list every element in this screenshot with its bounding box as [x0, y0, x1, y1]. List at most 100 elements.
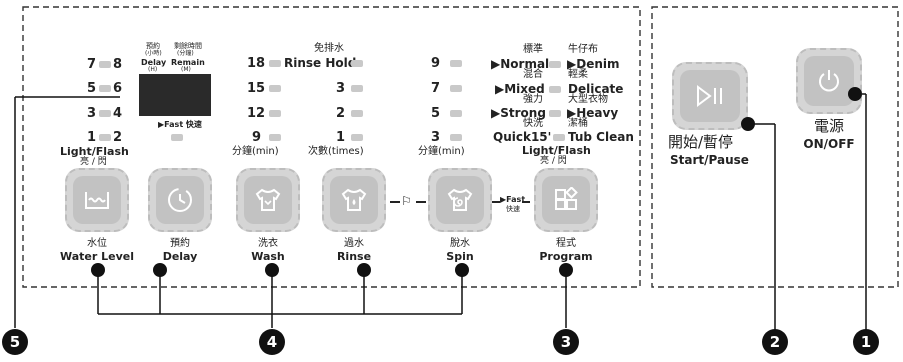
program-mixed-cn: 混合	[523, 69, 543, 80]
led	[351, 60, 363, 67]
level-3: 3	[87, 106, 97, 121]
program-grid-icon	[542, 176, 590, 224]
program-denim-cn: 牛仔布	[568, 44, 598, 55]
power-icon	[804, 56, 854, 106]
water-level-icon	[73, 176, 121, 224]
led	[450, 134, 462, 141]
wash-shirt-icon	[244, 176, 292, 224]
wash-dot	[265, 263, 279, 277]
fast-label: ▶Fast 快速	[158, 121, 202, 129]
program-denim: ▶Denim	[567, 58, 620, 70]
fast-link-cn: 快速	[506, 205, 520, 213]
wash-label-cn: 洗衣	[258, 238, 278, 249]
delay-en: Delay	[141, 58, 167, 67]
program-label-cn: 程式	[556, 238, 576, 249]
rinse-hold-cn: 免排水	[314, 43, 344, 54]
program-normal-en: Normal	[500, 57, 550, 71]
arrow-icon: ▶	[491, 57, 501, 71]
program-denim-en: Denim	[576, 57, 620, 71]
start-pause-label-cn: 開始/暫停	[668, 133, 734, 151]
wash-unit: 分鐘(min)	[232, 146, 279, 157]
spin-dot	[455, 263, 469, 277]
led	[269, 110, 281, 117]
rinse-hold-en: Rinse Hold	[284, 56, 357, 70]
remain-unit: (M)	[181, 66, 191, 73]
play-pause-icon	[680, 70, 740, 122]
callout-1: 1	[853, 329, 879, 355]
wash-12: 12	[247, 106, 266, 121]
program-delicate-en: Delicate	[568, 82, 624, 96]
led	[450, 60, 462, 67]
wash-label-en: Wash	[251, 250, 285, 263]
wash-15: 15	[247, 81, 266, 96]
spin-3: 3	[431, 130, 441, 145]
power-dot	[848, 87, 862, 101]
program-tubclean-en: Tub Clean	[568, 130, 634, 144]
water-level-label-cn: 水位	[87, 238, 107, 249]
power-label-cn: 電源	[813, 117, 844, 135]
light-flash-label: Light/Flash	[60, 145, 129, 158]
led	[99, 134, 111, 141]
wash-9: 9	[252, 130, 262, 145]
led	[269, 134, 281, 141]
led	[269, 60, 281, 67]
level-8: 8	[113, 57, 123, 72]
arrow-icon: ▶	[495, 82, 505, 96]
water-level-button[interactable]	[65, 168, 129, 232]
rinse-spin-link-icon: ⚐	[401, 194, 412, 208]
program-quick-en: Quick15'	[493, 130, 552, 144]
arrow-icon: ▶	[491, 106, 501, 120]
fast-led	[171, 134, 183, 141]
start-pause-button[interactable]	[672, 62, 748, 130]
arrow-icon: ▶	[567, 106, 577, 120]
remain-cn: 剩餘時間	[174, 42, 202, 50]
start-pause-label-en: Start/Pause	[670, 153, 749, 167]
level-2: 2	[113, 130, 123, 145]
rinse-2: 2	[336, 106, 346, 121]
spin-label-en: Spin	[446, 250, 474, 263]
callout-3: 3	[553, 329, 579, 355]
power-button[interactable]	[796, 48, 862, 114]
program-button[interactable]	[534, 168, 598, 232]
level-1: 1	[87, 130, 97, 145]
led	[351, 85, 363, 92]
led	[549, 110, 561, 117]
led	[99, 61, 111, 68]
led	[99, 85, 111, 92]
program-heavy-cn: 大型衣物	[568, 94, 608, 105]
wash-button[interactable]	[236, 168, 300, 232]
rinse-button[interactable]	[322, 168, 386, 232]
delay-label-en: Delay	[162, 250, 198, 263]
spin-button[interactable]	[428, 168, 492, 232]
led	[351, 110, 363, 117]
delay-dot	[153, 263, 167, 277]
arrow-icon: ▶	[567, 57, 577, 71]
rinse-label-cn: 過水	[344, 238, 364, 249]
callout-5: 5	[2, 329, 28, 355]
rinse-label-en: Rinse	[336, 250, 372, 263]
remain-cn-unit: (分鐘)	[177, 50, 194, 57]
led	[450, 110, 462, 117]
program-normal-cn: 標準	[523, 44, 543, 55]
callout-4: 4	[259, 329, 285, 355]
spin-5: 5	[431, 106, 441, 121]
fast-link-en: Fast	[506, 195, 526, 204]
fast-link: ▶Fast	[500, 196, 525, 204]
spin-7: 7	[431, 81, 441, 96]
program-mixed-en: Mixed	[504, 82, 545, 96]
spin-unit: 分鐘(min)	[418, 146, 465, 157]
rinse-3: 3	[336, 81, 346, 96]
power-label-en: ON/OFF	[803, 137, 855, 151]
program-light-flash: Light/Flash	[522, 144, 591, 157]
program-label-en: Program	[539, 250, 593, 263]
delay-button[interactable]	[148, 168, 212, 232]
light-flash-cn: 亮 / 閃	[80, 157, 107, 167]
program-light-flash-cn: 亮 / 閃	[540, 156, 567, 166]
water-level-label-en: Water Level	[59, 250, 134, 263]
level-5: 5	[87, 81, 97, 96]
led	[99, 110, 111, 117]
delay-clock-icon	[156, 176, 204, 224]
spin-9: 9	[431, 56, 441, 71]
level-6: 6	[113, 81, 123, 96]
program-tubclean-cn: 潔桶	[568, 118, 588, 129]
